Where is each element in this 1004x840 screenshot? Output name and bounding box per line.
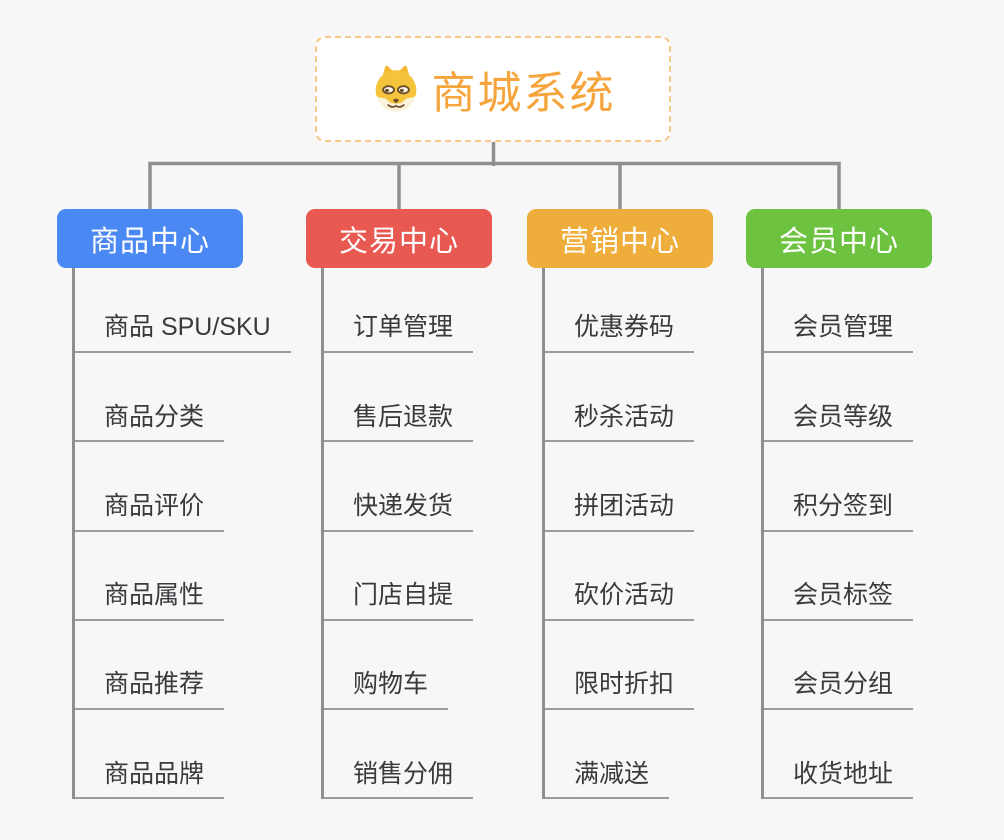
leaf-node[interactable]: 拼团活动 xyxy=(545,442,695,532)
leaf-node[interactable]: 售后退款 xyxy=(324,353,474,443)
leaf-node[interactable]: 订单管理 xyxy=(324,268,474,353)
leaf-node[interactable]: 商品 SPU/SKU xyxy=(75,268,291,353)
leaf-node[interactable]: 限时折扣 xyxy=(545,621,695,711)
branch-member-children: 会员管理 会员等级 积分签到 会员标签 会员分组 收货地址 xyxy=(761,268,914,800)
leaf-label: 会员分组 xyxy=(764,670,914,711)
leaf-node[interactable]: 商品评价 xyxy=(75,442,291,532)
branch-marketing-children: 优惠券码 秒杀活动 拼团活动 砍价活动 限时折扣 满减送 xyxy=(542,268,695,800)
leaf-label: 销售分佣 xyxy=(324,760,474,800)
leaf-label: 快递发货 xyxy=(324,492,474,532)
leaf-label: 订单管理 xyxy=(324,313,474,353)
leaf-label: 门店自提 xyxy=(324,581,474,621)
leaf-label: 商品品牌 xyxy=(75,760,225,800)
leaf-node[interactable]: 积分签到 xyxy=(764,442,914,532)
shiba-dog-icon xyxy=(375,65,416,112)
connector-path xyxy=(148,140,841,209)
leaf-node[interactable]: 收货地址 xyxy=(764,710,914,800)
leaf-node[interactable]: 销售分佣 xyxy=(324,710,474,800)
leaf-label: 会员管理 xyxy=(764,313,914,353)
leaf-label: 收货地址 xyxy=(764,760,914,800)
leaf-label: 拼团活动 xyxy=(545,492,695,532)
leaf-label: 商品 SPU/SKU xyxy=(75,313,291,353)
leaf-label: 限时折扣 xyxy=(545,670,695,711)
leaf-label: 购物车 xyxy=(324,670,449,711)
branch-node-member-center[interactable]: 会员中心 xyxy=(746,209,932,268)
leaf-label: 会员标签 xyxy=(764,581,914,621)
leaf-label: 售后退款 xyxy=(324,403,474,443)
leaf-node[interactable]: 门店自提 xyxy=(324,532,474,621)
leaf-node[interactable]: 购物车 xyxy=(324,621,473,711)
branch-label: 会员中心 xyxy=(778,225,899,258)
branch-node-marketing-center[interactable]: 营销中心 xyxy=(527,209,713,268)
leaf-label: 积分签到 xyxy=(764,492,914,532)
branch-node-trade-center[interactable]: 交易中心 xyxy=(306,209,492,268)
leaf-node[interactable]: 会员分组 xyxy=(764,621,914,711)
leaf-node[interactable]: 商品属性 xyxy=(75,532,291,621)
leaf-node[interactable]: 会员标签 xyxy=(764,532,914,621)
leaf-label: 砍价活动 xyxy=(545,581,695,621)
leaf-node[interactable]: 优惠券码 xyxy=(545,268,695,353)
leaf-label: 商品属性 xyxy=(75,581,225,621)
leaf-label: 优惠券码 xyxy=(545,313,695,353)
leaf-label: 商品评价 xyxy=(75,492,225,532)
leaf-label: 满减送 xyxy=(545,760,670,800)
leaf-node[interactable]: 秒杀活动 xyxy=(545,353,695,443)
leaf-node[interactable]: 会员等级 xyxy=(764,353,914,443)
branch-node-product-center[interactable]: 商品中心 xyxy=(57,209,243,268)
leaf-label: 会员等级 xyxy=(764,403,914,443)
leaf-node[interactable]: 商品分类 xyxy=(75,353,291,443)
leaf-node[interactable]: 满减送 xyxy=(545,710,694,800)
leaf-node[interactable]: 砍价活动 xyxy=(545,532,695,621)
branch-product-children: 商品 SPU/SKU 商品分类 商品评价 商品属性 商品推荐 商品品牌 xyxy=(72,268,291,800)
branch-label: 营销中心 xyxy=(559,225,680,258)
branch-trade-children: 订单管理 售后退款 快递发货 门店自提 购物车 销售分佣 xyxy=(321,268,474,800)
branch-label: 商品中心 xyxy=(89,225,210,258)
leaf-node[interactable]: 快递发货 xyxy=(324,442,474,532)
leaf-label: 商品推荐 xyxy=(75,670,225,711)
leaf-node[interactable]: 商品推荐 xyxy=(75,621,291,711)
leaf-node[interactable]: 会员管理 xyxy=(764,268,914,353)
root-node-mall-system[interactable]: 商城系统 xyxy=(315,36,671,142)
leaf-label: 商品分类 xyxy=(75,403,225,443)
root-title: 商城系统 xyxy=(431,69,616,118)
leaf-node[interactable]: 商品品牌 xyxy=(75,710,291,800)
branch-label: 交易中心 xyxy=(338,225,459,258)
leaf-label: 秒杀活动 xyxy=(545,403,695,443)
